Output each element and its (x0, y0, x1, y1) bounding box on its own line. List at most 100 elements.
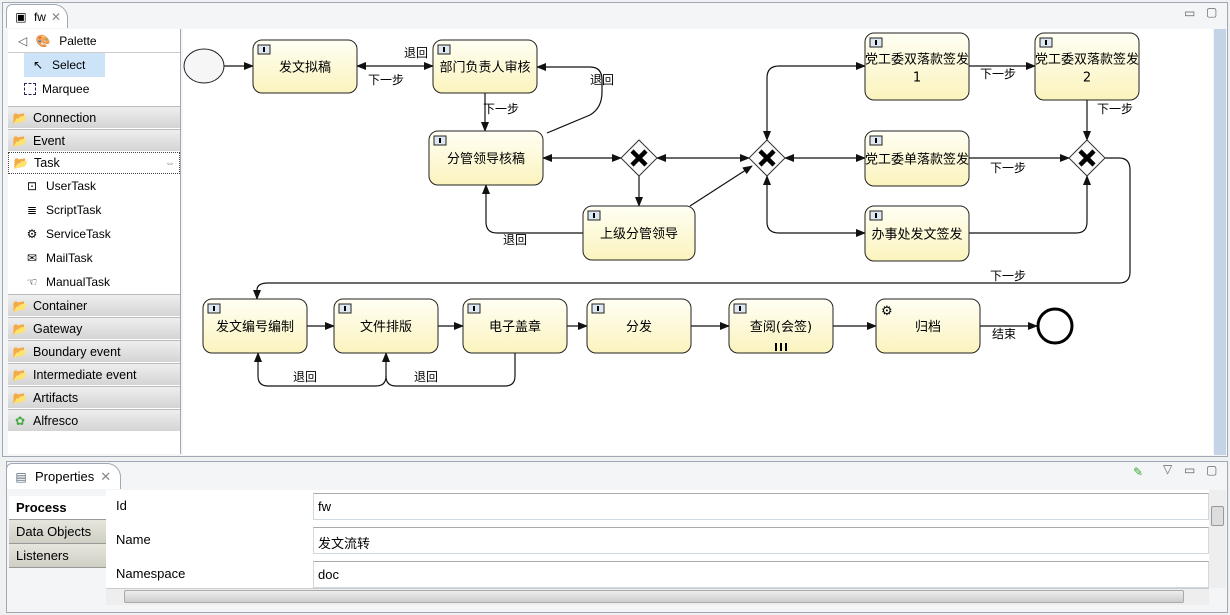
user-task-icon (1039, 37, 1053, 48)
id-field[interactable]: fw (313, 493, 1209, 520)
palette: ◁ 🎨 Palette ↖Select Marquee 📂Connection … (8, 29, 181, 454)
task-t2[interactable]: 部门负责人审核 (432, 39, 538, 94)
sequence-flow[interactable] (482, 184, 583, 234)
properties-vertical-scrollbar[interactable] (1209, 490, 1226, 588)
drawer-alfresco[interactable]: ✿Alfresco (8, 409, 180, 431)
task-t8[interactable]: 办事处发文签发 (864, 205, 970, 262)
task-t4[interactable]: 上级分管领导 (582, 205, 696, 261)
user-task-icon (869, 210, 883, 221)
flow-label-back: 退回 (590, 73, 614, 87)
id-label: Id (116, 498, 127, 513)
drawer-label: Connection (33, 110, 97, 125)
palette-item-manualtask[interactable]: ☜ManualTask (8, 270, 180, 293)
task-label: 发文编号编制 (216, 319, 294, 335)
sequence-flow[interactable] (969, 175, 1091, 234)
sequence-flow[interactable] (382, 352, 516, 387)
maximize-button[interactable]: ▢ (1206, 463, 1218, 477)
sequence-flow[interactable] (689, 165, 753, 207)
end-event[interactable] (1036, 307, 1074, 345)
task-label: 发文拟稿 (279, 60, 331, 76)
folder-icon: 📂 (12, 344, 28, 359)
tool-label: Select (52, 58, 86, 72)
editor-tab-fw[interactable]: ▣ fw ✕ (6, 4, 68, 28)
user-task-icon (207, 303, 221, 314)
editor-tab-title: fw (33, 9, 46, 24)
mail-icon: ✉ (26, 251, 38, 265)
drawer-artifacts[interactable]: 📂Artifacts (8, 386, 180, 408)
sequence-flow[interactable] (254, 352, 387, 387)
marquee-icon (24, 83, 36, 95)
drawer-intermediate-event[interactable]: 📂Intermediate event (8, 363, 180, 385)
sequence-flow[interactable] (253, 157, 1131, 300)
sequence-flow[interactable] (536, 63, 603, 134)
drawer-label: Container (33, 298, 88, 313)
drawer-gateway[interactable]: 📂Gateway (8, 317, 180, 339)
folder-icon: 📂 (12, 321, 28, 336)
pin-icon[interactable]: ⇔ (165, 157, 175, 169)
folder-icon: 📂 (12, 298, 28, 313)
properties-tab[interactable]: ▤ Properties ✕ (6, 463, 121, 489)
drawer-container[interactable]: 📂 Container (8, 294, 180, 316)
bpmn-diagram[interactable]: 退回下一步下一步退回退回下一步下一步下一步下一步结束退回退回发文拟稿部门负责人审… (183, 29, 1213, 455)
side-tab-listeners[interactable]: Listeners (9, 544, 106, 568)
task-t9[interactable]: 发文编号编制 (202, 298, 308, 354)
exclusive-gateway[interactable] (1068, 139, 1106, 177)
task-label: 2 (1083, 71, 1091, 86)
minimize-button[interactable]: ▭ (1184, 463, 1196, 477)
exclusive-gateway[interactable] (748, 139, 786, 177)
drawer-label: Artifacts (33, 390, 79, 405)
palette-item-scripttask[interactable]: ≣ScriptTask (8, 198, 180, 222)
flow-label-next: 下一步 (990, 269, 1026, 283)
drawer-connection[interactable]: 📂Connection (8, 106, 180, 128)
palette-icon: 🎨 (35, 33, 51, 48)
user-task-icon (733, 303, 747, 314)
drawer-boundary-event[interactable]: 📂 Boundary event (8, 340, 180, 362)
user-task-icon (587, 210, 601, 221)
drawer-task[interactable]: 📂Task⇔ (8, 152, 180, 174)
sequence-flow[interactable] (763, 62, 866, 141)
task-t11[interactable]: 电子盖章 (462, 298, 568, 354)
task-label: 文件排版 (360, 320, 412, 335)
task-t10[interactable]: 文件排版 (333, 298, 439, 354)
namespace-field[interactable]: doc (313, 561, 1209, 588)
pin-editor-icon[interactable]: ✎ (1133, 465, 1144, 479)
tool-select[interactable]: ↖Select (24, 53, 105, 77)
flow-label-next: 下一步 (368, 73, 404, 87)
user-task-icon (869, 37, 883, 48)
task-t7[interactable]: 党工委单落款签发 (864, 130, 970, 187)
close-icon[interactable]: ✕ (50, 9, 61, 24)
task-t1[interactable]: 发文拟稿 (252, 39, 358, 94)
canvas-vertical-scrollbar[interactable] (1214, 29, 1226, 455)
sequence-flow[interactable] (763, 175, 866, 237)
palette-item-servicetask[interactable]: ⚙ServiceTask (8, 222, 180, 246)
exclusive-gateway[interactable] (620, 139, 658, 177)
task-t3[interactable]: 分管领导核稿 (428, 130, 544, 186)
drawer-event[interactable]: 📂Event (8, 129, 180, 151)
task-label: 归档 (915, 320, 941, 335)
side-tab-process[interactable]: Process (9, 496, 106, 520)
palette-item-usertask[interactable]: ⊡UserTask (8, 174, 180, 198)
view-menu-icon[interactable]: ▽ (1163, 462, 1173, 476)
diagram-canvas[interactable]: 退回下一步下一步退回退回下一步下一步下一步下一步结束退回退回发文拟稿部门负责人审… (183, 29, 1213, 455)
drawer-label: Boundary event (33, 344, 121, 359)
flow-label-end: 结束 (992, 327, 1016, 341)
close-icon[interactable]: ✕ (100, 468, 112, 484)
minimize-button[interactable]: ▭ (1184, 6, 1196, 20)
user-task-icon: ⊡ (26, 179, 38, 193)
maximize-button[interactable]: ▢ (1206, 5, 1218, 19)
task-label: 办事处发文签发 (871, 227, 962, 243)
task-t12[interactable]: 分发 (586, 298, 692, 354)
start-event[interactable] (183, 48, 225, 84)
task-t14[interactable]: ⚙归档 (875, 298, 981, 354)
side-tab-data-objects[interactable]: Data Objects (9, 520, 106, 544)
palette-item-mailtask[interactable]: ✉MailTask (8, 246, 180, 270)
collapse-palette-icon[interactable]: ◁ (18, 33, 28, 48)
tool-marquee[interactable]: Marquee (8, 77, 180, 101)
name-field[interactable]: 发文流转 (313, 527, 1209, 554)
properties-horizontal-scrollbar[interactable] (106, 588, 1209, 605)
task-t13[interactable]: 查阅(会签) (728, 298, 834, 354)
palette-title: Palette (59, 33, 97, 48)
alfresco-icon: ✿ (14, 413, 26, 428)
